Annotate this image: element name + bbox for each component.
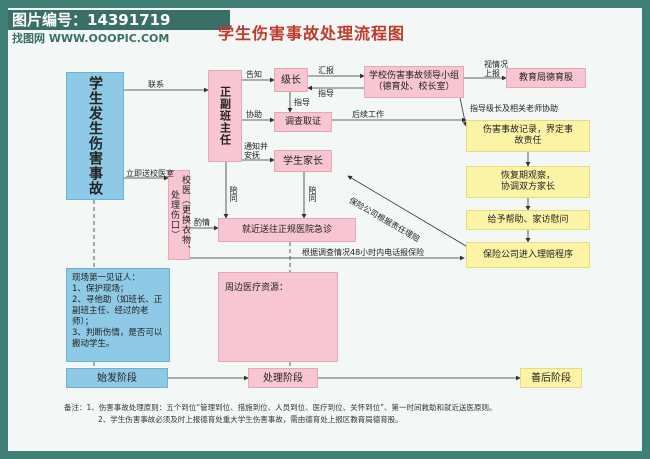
parents-box: 学生家长 <box>274 150 332 172</box>
label-assist: 协助 <box>246 110 262 119</box>
watermark-site: 找图网 WWW.OOOPIC.COM <box>12 32 170 45</box>
investigate-box: 调查取证 <box>274 112 332 132</box>
hospital-box: 就近送往正规医院急诊 <box>218 218 356 242</box>
label-inform: 通知并安抚 <box>244 142 268 160</box>
witness-item: 3、判断伤情，是否可以搬动学生。 <box>72 328 163 349</box>
phase-start: 始发阶段 <box>66 368 168 388</box>
label-discretion: 酌情 <box>194 218 210 227</box>
nearby-medical-box: 周边医疗资源： <box>218 272 338 362</box>
nearby-title: 周边医疗资源： <box>225 283 289 293</box>
label-report: 汇报 <box>318 66 334 75</box>
witness-item: 1、保护现场； <box>72 284 129 294</box>
footnote-1: 备注：1、伤害事故处理原则：五个到位“管理到位、措施到位、人员到位、医疗到位、关… <box>64 403 497 412</box>
label-ins-report: 根据调查情况48小时内电话报保险 <box>302 248 425 257</box>
school-group-box: 学校伤害事故领导小组（德育处、校长室） <box>364 66 464 98</box>
bureau-box: 教育局德育股 <box>506 68 586 88</box>
label-depending: 视情况上报 <box>484 60 508 78</box>
record-box: 伤害事故记录，界定事故责任 <box>466 120 590 152</box>
edge-ins-claim <box>347 175 467 247</box>
label-followup: 后续工作 <box>352 110 384 119</box>
label-direct-assist: 指导级长及相关老师协助 <box>470 104 558 113</box>
phase-handling: 处理阶段 <box>248 368 318 388</box>
edge-direct-assist <box>459 97 468 127</box>
page-title: 学生伤害事故处理流程图 <box>218 24 406 43</box>
recovery-box: 恢复期观察，协调双方家长 <box>466 166 590 198</box>
incident-box: 学生发生伤害事故 <box>66 72 124 200</box>
phase-aftercare: 善后阶段 <box>520 368 582 388</box>
watermark-id: 图片编号：14391719 <box>8 10 230 30</box>
insurance-box: 保险公司进入理赔程序 <box>466 242 590 268</box>
teacher-box: 正副班主任 <box>208 70 242 162</box>
label-notify: 告知 <box>246 70 262 79</box>
footnote-2: 2、学生伤害事故必须及时上报德育处重大学生伤害事故，需由德育处上报区教育局德育股… <box>98 415 403 424</box>
clinic-box: 校医（更换衣物、处理伤口） <box>168 170 190 260</box>
label-to-clinic: 立即送校医室 <box>126 169 174 178</box>
label-guide-down: 指导 <box>294 98 310 107</box>
label-accompany-2: 陪同 <box>308 186 317 202</box>
label-accompany-1: 陪同 <box>229 186 238 202</box>
label-contact: 联系 <box>148 80 164 89</box>
witness-item: 2、寻他助（如班长、正副班主任、经过的老师）； <box>72 295 163 327</box>
witness-box: 现场第一见证人： 1、保护现场； 2、寻他助（如班长、正副班主任、经过的老师）；… <box>66 268 170 362</box>
witness-title: 现场第一见证人： <box>72 273 141 283</box>
help-box: 给予帮助、家访慰问 <box>466 210 590 230</box>
label-guide: 指导 <box>318 89 334 98</box>
leader-box: 级长 <box>274 68 308 92</box>
